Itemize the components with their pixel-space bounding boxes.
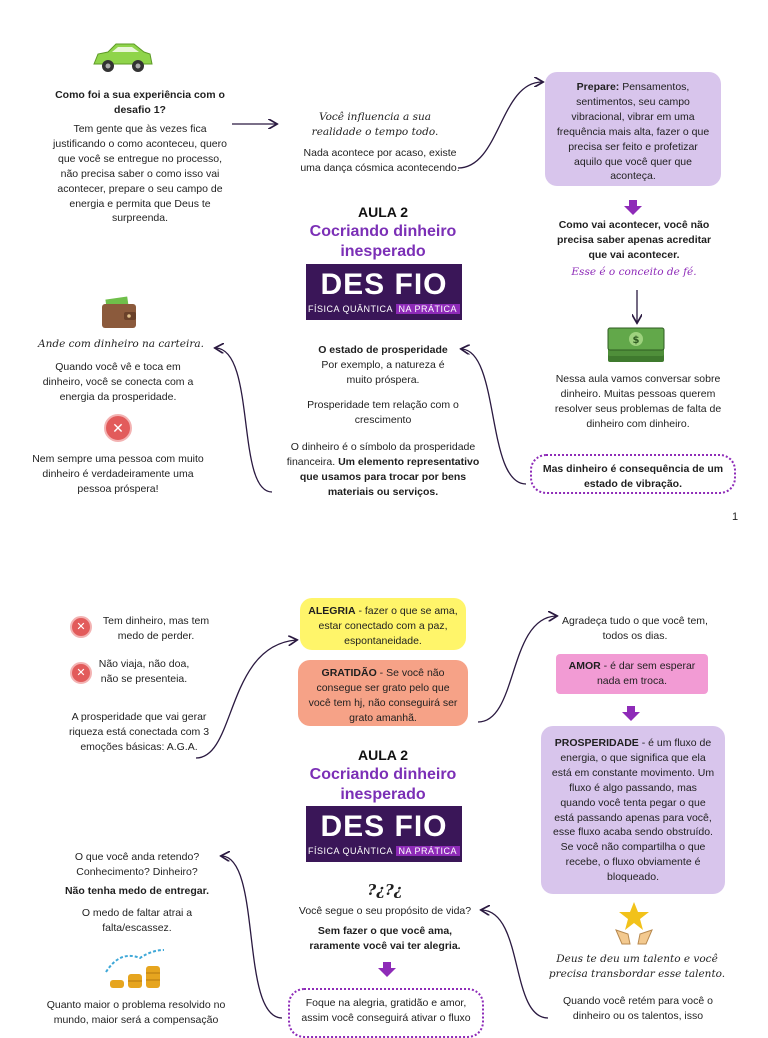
reter-text: Quando você retém para você o dinheiro o… (562, 995, 713, 1022)
alegria-label: ALEGRIA (308, 605, 356, 617)
prosperidade-text: - é um fluxo de energia, o que significa… (551, 737, 715, 884)
logo-subtitle-b-2: NA PRÁTICA (395, 846, 461, 856)
wallet-script: Ande com dinheiro na carteira. (38, 338, 204, 350)
amor-text: - é dar sem esperar nada em troca. (596, 660, 696, 687)
prepare-label: Prepare: (576, 81, 620, 93)
gratidao-label: GRATIDÃO (321, 667, 377, 679)
agradeca-text: Agradeça tudo o que você tem, todos os d… (562, 615, 708, 642)
problem-text: Quanto maior o problema resolvido no mun… (46, 999, 226, 1026)
aula-title-2: Cocriando dinheiro inesperado (309, 766, 457, 803)
x-circle-icon-1: ✕ (70, 616, 92, 638)
question-title: Como foi a sua experiência com o desafio… (55, 89, 225, 116)
arrow-influence-to-prepare (457, 82, 542, 169)
aga-text: A prosperidade que vai gerar riqueza est… (68, 711, 210, 753)
travel-text: Não viaja, não doa, não se presenteia. (98, 658, 190, 685)
prosperity-text-2: Prosperidade tem relação com o crescimen… (307, 399, 459, 426)
prosperidade-box: PROSPERIDADE - é um fluxo de energia, o … (541, 726, 725, 894)
fear-text: Tem dinheiro, mas tem medo de perder. (102, 615, 210, 642)
gratidao-text: - Se você não consegue ser grato pelo qu… (308, 667, 458, 724)
aula-label-2: AULA 2 (357, 747, 409, 763)
logo-title: DES FIO (320, 268, 448, 301)
prosperity-text-3: O dinheiro é o símbolo da prosperidade f… (280, 440, 486, 500)
logo-subtitle-b: NA PRÁTICA (395, 304, 461, 314)
x-circle-icon-2: ✕ (70, 662, 92, 684)
wallet-text: Quando você vê e toca em dinheiro, você … (42, 361, 194, 403)
arrow-gratidao-to-agradeca (477, 616, 556, 723)
faith-script: Esse é o conceito de fé. (571, 266, 697, 278)
aula-label: AULA 2 (357, 204, 409, 220)
logo-subtitle-a-2: FÍSICA QUÂNTICA (307, 846, 393, 856)
arrow-prosperity-to-wallet (216, 348, 273, 493)
gratidao-box: GRATIDÃO - Se você não consegue ser grat… (298, 660, 468, 726)
proposito-bold: Sem fazer o que você ama, raramente você… (309, 925, 461, 952)
influence-script: Você influencia a sua realidade o tempo … (311, 111, 439, 138)
desafio-logo-2: DES FIO FÍSICA QUÂNTICA NA PRÁTICA (306, 806, 462, 862)
prosperity-title: O estado de prosperidade (318, 344, 448, 356)
influence-text: Nada acontece por acaso, existe uma danç… (300, 147, 460, 174)
faith-bold: Como vai acontecer, você não precisa sab… (556, 219, 712, 261)
retendo-text: O que você anda retendo? Conhecimento? D… (74, 851, 200, 878)
page-number: 1 (732, 511, 739, 523)
medo-text: O medo de faltar atrai a falta/escassez. (81, 907, 193, 934)
money-text: Nessa aula vamos conversar sobre dinheir… (554, 373, 722, 430)
vibration-box: Mas dinheiro é consequência de um estado… (530, 454, 736, 494)
wallet-icon (102, 296, 136, 328)
amor-label: AMOR (568, 660, 601, 672)
question-marks: ?¿?¿ (367, 881, 403, 899)
alegria-text: - fazer o que se ama, estar conectado co… (318, 605, 458, 647)
talent-script: Deus te deu um talento e você precisa tr… (548, 953, 726, 980)
star-hands-icon (615, 902, 653, 945)
amor-box: AMOR - é dar sem esperar nada em troca. (556, 654, 708, 694)
coins-growth-icon (105, 949, 165, 988)
arrow-foque-to-retendo (222, 856, 283, 1019)
prosperidade-label: PROSPERIDADE (554, 737, 639, 749)
down-arrow-icon (624, 200, 642, 215)
prosperity-text-3b: Um elemento representativo que usamos pa… (299, 455, 480, 498)
car-icon (93, 43, 153, 72)
desafio-logo: DES FIO FÍSICA QUÂNTICA NA PRÁTICA (306, 264, 462, 320)
logo-subtitle-a: FÍSICA QUÂNTICA (307, 304, 393, 314)
logo-title-2: DES FIO (320, 810, 448, 843)
prepare-text: Pensamentos, sentimentos, seu campo vibr… (556, 81, 710, 183)
prepare-box: Prepare: Pensamentos, sentimentos, seu c… (545, 72, 721, 186)
proposito-text: Você segue o seu propósito de vida? (298, 905, 472, 917)
question-text: Tem gente que às vezes fica justificando… (53, 123, 227, 225)
alegria-box: ALEGRIA - fazer o que se ama, estar cone… (300, 598, 466, 650)
down-arrow-icon-2 (622, 706, 640, 721)
prosperity-text-1: Por exemplo, a natureza é muito próspera… (321, 359, 445, 386)
svg-text:$: $ (633, 335, 640, 346)
down-arrow-icon-3 (378, 962, 396, 977)
x-circle-icon: ✕ (104, 414, 132, 442)
rich-text: Nem sempre uma pessoa com muito dinheiro… (32, 453, 204, 495)
aula-title: Cocriando dinheiro inesperado (309, 223, 457, 260)
prosperity-text-3a: O dinheiro é o símbolo da prosperidade f… (286, 441, 476, 468)
foque-box: Foque na alegria, gratidão e amor, assim… (288, 988, 484, 1038)
arrow-talent-to-proposito (482, 910, 549, 1019)
retendo-bold: Não tenha medo de entregar. (64, 885, 210, 897)
money-icon: $ (607, 327, 665, 362)
